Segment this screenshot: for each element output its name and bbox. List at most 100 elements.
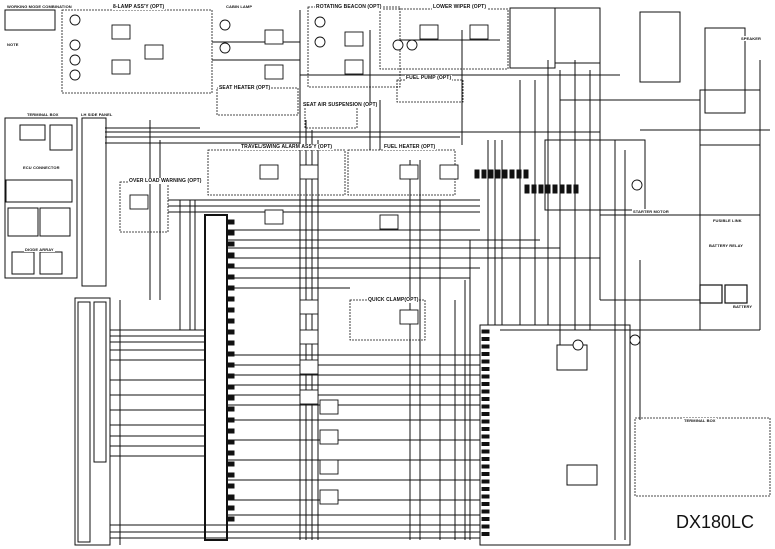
lamp-icon — [629, 334, 641, 346]
quick-clamp-title: QUICK CLAMP(OPT) — [367, 297, 420, 303]
terminal-icon — [481, 169, 487, 179]
note-label: NOTE — [6, 42, 20, 47]
terminal-icon — [481, 509, 490, 514]
lamp-icon — [69, 39, 81, 51]
component-box — [479, 324, 631, 546]
lh-side-panel-label: LH SIDE PANEL — [80, 112, 114, 117]
relay-icon — [144, 44, 164, 60]
terminal-icon — [227, 329, 235, 335]
battery-icon — [699, 284, 723, 304]
terminal-icon — [573, 184, 579, 194]
terminal-icon — [227, 450, 235, 456]
component-box — [204, 214, 228, 541]
lamp-icon — [631, 179, 643, 191]
component-box — [39, 207, 71, 237]
lamp-icon — [219, 42, 231, 54]
terminal-icon — [481, 329, 490, 334]
terminal-icon — [481, 479, 490, 484]
fuel-pump-title: FUEL PUMP (OPT) — [405, 75, 453, 81]
component-box — [39, 251, 63, 275]
terminal-icon — [227, 285, 235, 291]
relay-icon — [419, 24, 439, 40]
relay-icon — [299, 164, 319, 180]
component-box — [4, 9, 56, 31]
fusible-link-label: FUSIBLE LINK — [712, 218, 743, 223]
terminal-icon — [227, 241, 235, 247]
relay-icon — [111, 59, 131, 75]
terminal-icon — [227, 417, 235, 423]
terminal-icon — [481, 352, 490, 356]
terminal-icon — [227, 494, 235, 500]
relay-icon — [264, 209, 284, 225]
travel-swing-alarm-title: TRAVEL/SWING ALARM ASS'Y (OPT) — [240, 144, 334, 150]
relay-icon — [319, 429, 339, 445]
over-load-warning-title: OVER LOAD WARNING (OPT) — [128, 178, 203, 184]
relay-icon — [299, 389, 319, 405]
terminal-icon — [481, 532, 490, 536]
terminal-box-left-title: TERMINAL BOX — [26, 112, 60, 117]
relay-icon — [264, 29, 284, 45]
terminal-icon — [524, 184, 530, 194]
terminal-icon — [481, 412, 490, 416]
component-box — [554, 7, 601, 64]
speaker-label: SPEAKER — [740, 36, 763, 41]
terminal-icon — [227, 472, 235, 478]
lamp-icon — [314, 16, 326, 28]
component-box — [93, 301, 107, 463]
option-box — [396, 79, 464, 103]
terminal-icon — [538, 184, 544, 194]
ecu-housing — [204, 214, 228, 541]
terminal-icon — [227, 296, 235, 302]
terminal-icon — [495, 169, 501, 179]
terminal-icon — [481, 404, 490, 409]
terminal-icon — [481, 464, 490, 469]
lamp-icon — [314, 36, 326, 48]
relay-icon — [111, 24, 131, 40]
component-box — [704, 27, 746, 114]
component-box — [509, 7, 556, 69]
ecu-connector-label: ECU CONNECTOR — [22, 165, 61, 170]
terminal-icon — [481, 359, 490, 364]
lamp-icon — [572, 339, 584, 351]
component-box — [699, 89, 761, 146]
option-box — [634, 417, 771, 497]
relay-icon — [299, 329, 319, 345]
option-box — [207, 149, 346, 196]
battery-label: BATTERY — [732, 304, 754, 309]
relay-icon — [469, 24, 489, 40]
terminal-icon — [227, 351, 235, 357]
fuel-heater-title: FUEL HEATER (OPT) — [383, 144, 437, 150]
battery-relay-label: BATTERY RELAY — [708, 243, 744, 248]
relay-icon — [344, 59, 364, 75]
model-title: DX180LC — [676, 512, 755, 532]
lamp-icon — [69, 69, 81, 81]
terminal-icon — [227, 406, 235, 412]
terminal-icon — [481, 397, 490, 401]
terminal-icon — [531, 184, 537, 194]
relay-icon — [399, 164, 419, 180]
terminal-icon — [481, 344, 490, 349]
terminal-icon — [481, 374, 490, 379]
component-box — [77, 301, 91, 543]
terminal-icon — [227, 461, 235, 467]
eight-lamp-title: 8-LAMP ASS'Y (OPT) — [112, 4, 166, 10]
lamp-icon — [392, 39, 404, 51]
relay-icon — [439, 164, 459, 180]
lamp-icon — [69, 14, 81, 26]
terminal-icon — [481, 434, 490, 439]
terminal-icon — [227, 439, 235, 445]
component-box — [556, 344, 588, 371]
option-box — [304, 105, 358, 129]
relay-icon — [264, 64, 284, 80]
terminal-icon — [488, 169, 494, 179]
terminal-icon — [481, 389, 490, 394]
terminal-icon — [523, 169, 529, 179]
relay-icon — [379, 214, 399, 230]
terminal-icon — [481, 524, 490, 529]
terminal-icon — [227, 384, 235, 390]
terminal-icon — [481, 457, 490, 461]
terminal-icon — [227, 395, 235, 401]
terminal-icon — [481, 367, 490, 371]
